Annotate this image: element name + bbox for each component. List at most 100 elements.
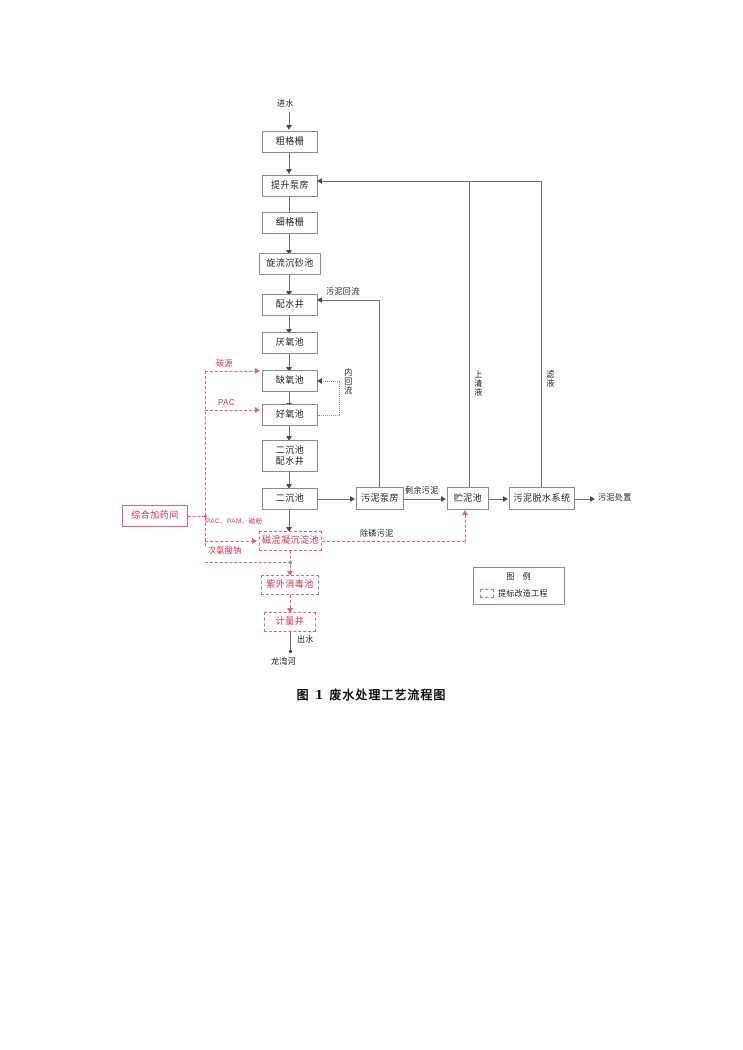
node-magnetic-coagulation-tank[interactable]: 磁混凝沉淀池 <box>259 531 322 551</box>
arrow-return-to-lift-pump <box>317 178 322 184</box>
carbon-source-label: 碳源 <box>216 359 233 368</box>
node-lift-pump-house[interactable]: 提升泵房 <box>262 175 318 197</box>
node-sludge-storage-tank[interactable]: 贮泥池 <box>447 487 489 510</box>
arrow-magcoag-to-uv <box>287 571 293 576</box>
line-fine-to-grit <box>289 234 290 251</box>
line-aerobic-to-secwell <box>289 426 290 438</box>
line-filtrate-vert <box>541 181 542 487</box>
line-carbon-source <box>205 371 257 372</box>
arrow-sludge-return <box>317 297 322 303</box>
line-sludge-return-vert <box>379 300 380 487</box>
node-distribution-well[interactable]: 配水井 <box>262 294 318 316</box>
line-magcoag-to-uv <box>290 551 291 577</box>
node-sludge-dewatering-system[interactable]: 污泥脱水系统 <box>509 487 575 510</box>
line-anaerobic-to-anoxic <box>289 354 290 369</box>
inlet-label: 进水 <box>277 99 294 108</box>
arrow-distwell-to-anaerobic <box>286 329 292 334</box>
line-pac-pam-magnetic <box>205 541 254 542</box>
line-supernatant-vert <box>469 181 470 487</box>
sludge-return-label: 污泥回流 <box>326 287 360 296</box>
node-uv-disinfection-tank[interactable]: 紫外消毒池 <box>261 575 319 595</box>
arrow-grit-to-distwell <box>286 291 292 296</box>
sludge-disposal-label: 污泥处置 <box>598 493 632 502</box>
node-fine-screen[interactable]: 细格栅 <box>262 212 318 234</box>
figure-caption: 图 1 废水处理工艺流程图 <box>296 688 447 702</box>
arrow-uv-to-metering <box>287 608 293 613</box>
node-label: 粗格栅 <box>275 136 305 147</box>
line-secclarifier-to-sludgepump <box>318 499 352 500</box>
retrofit-swatch-icon <box>480 589 494 598</box>
arrow-pac-pam-magnetic <box>252 538 257 544</box>
node-sec-clarifier-dist-well[interactable]: 二沉池 配水井 <box>262 440 318 472</box>
node-label: 缺氧池 <box>275 375 305 386</box>
line-sodium-hypochlorite <box>205 562 291 563</box>
line-dephos-sludge-vert <box>465 515 466 542</box>
line-sludge-return-horiz <box>322 300 380 301</box>
line-pac <box>205 410 257 411</box>
line-secclarifier-to-magcoag <box>289 510 290 530</box>
node-aerobic-tank[interactable]: 好氧池 <box>262 404 318 426</box>
arrow-secwell-to-secclarifier <box>286 484 292 489</box>
node-label: 污泥泵房 <box>360 492 399 503</box>
line-inlet <box>289 112 290 126</box>
node-comprehensive-dosing-room[interactable]: 综合加药间 <box>122 505 188 527</box>
node-anaerobic-tank[interactable]: 厌氧池 <box>262 332 318 354</box>
excess-sludge-label: 剩余污泥 <box>405 486 439 495</box>
node-label-line1: 二沉池 <box>275 444 305 455</box>
dephos-sludge-label: 除磷污泥 <box>360 529 394 538</box>
arrow-excess-sludge <box>441 496 446 502</box>
line-coarse-to-lift <box>289 153 290 170</box>
line-internal-return-top <box>318 381 340 382</box>
pac-pam-magnetic-label: PAC、PAM、磁粉 <box>206 518 263 525</box>
sodium-hypochlorite-label: 次氯酸钠 <box>208 546 242 555</box>
line-return-to-lift-pump <box>322 181 542 182</box>
supernatant-label: 上清液 <box>473 370 483 397</box>
node-label: 紫外消毒池 <box>266 579 314 590</box>
node-label: 好氧池 <box>275 409 305 420</box>
node-label: 厌氧池 <box>275 337 305 348</box>
arrow-inlet <box>286 125 292 130</box>
node-vortex-grit-tank[interactable]: 旋流沉砂池 <box>259 253 321 275</box>
arrow-coarse-to-lift <box>286 169 292 174</box>
node-label: 计量井 <box>275 616 305 627</box>
node-label: 综合加药间 <box>131 510 179 521</box>
arrow-carbon-source <box>255 368 260 374</box>
line-secwell-to-secclarifier <box>289 472 290 486</box>
node-sludge-pump-house[interactable]: 污泥泵房 <box>356 487 404 510</box>
line-dewater-to-disposal <box>575 499 592 500</box>
node-metering-well[interactable]: 计量井 <box>264 612 316 632</box>
line-distwell-to-anaerobic <box>289 316 290 331</box>
line-lift-to-fine <box>289 197 290 214</box>
line-uv-to-metering <box>290 595 291 613</box>
node-anoxic-tank[interactable]: 缺氧池 <box>262 370 318 392</box>
node-label: 配水井 <box>275 299 305 310</box>
pac-label: PAC <box>218 398 236 407</box>
node-sec-clarifier[interactable]: 二沉池 <box>262 488 318 510</box>
arrow-secclarifier-to-magcoag <box>286 527 292 532</box>
node-label: 污泥脱水系统 <box>513 492 571 503</box>
arrow-aerobic-to-secwell <box>286 436 292 441</box>
line-dosing-bus-vert <box>205 371 206 546</box>
node-label: 贮泥池 <box>453 492 483 503</box>
legend-title: 图 例 <box>506 572 534 581</box>
arrow-fine-to-grit <box>286 250 292 255</box>
outlet-terminus-dot <box>289 650 292 653</box>
receiving-water-label: 龙湾河 <box>271 657 297 666</box>
arrow-dewater-to-disposal <box>590 496 595 502</box>
filtrate-label: 滤液 <box>545 370 555 388</box>
node-label: 旋流沉砂池 <box>266 258 314 269</box>
arrow-dephos-sludge <box>462 510 468 515</box>
hypochlorite-junction-dot <box>289 561 292 564</box>
legend-box: 图 例 提标改造工程 <box>473 567 565 605</box>
arrow-internal-return <box>317 378 322 384</box>
line-internal-return-vert <box>339 381 340 415</box>
arrow-secclarifier-to-sludgepump <box>350 496 355 502</box>
node-label: 细格栅 <box>275 217 305 228</box>
arrow-anaerobic-to-anoxic <box>286 367 292 372</box>
node-coarse-screen[interactable]: 粗格栅 <box>262 131 318 153</box>
arrow-pac <box>255 407 260 413</box>
line-grit-to-distwell <box>289 275 290 292</box>
node-label-line2: 配水井 <box>275 456 305 466</box>
line-dosing-room-out <box>188 516 205 517</box>
node-label: 提升泵房 <box>270 180 309 191</box>
